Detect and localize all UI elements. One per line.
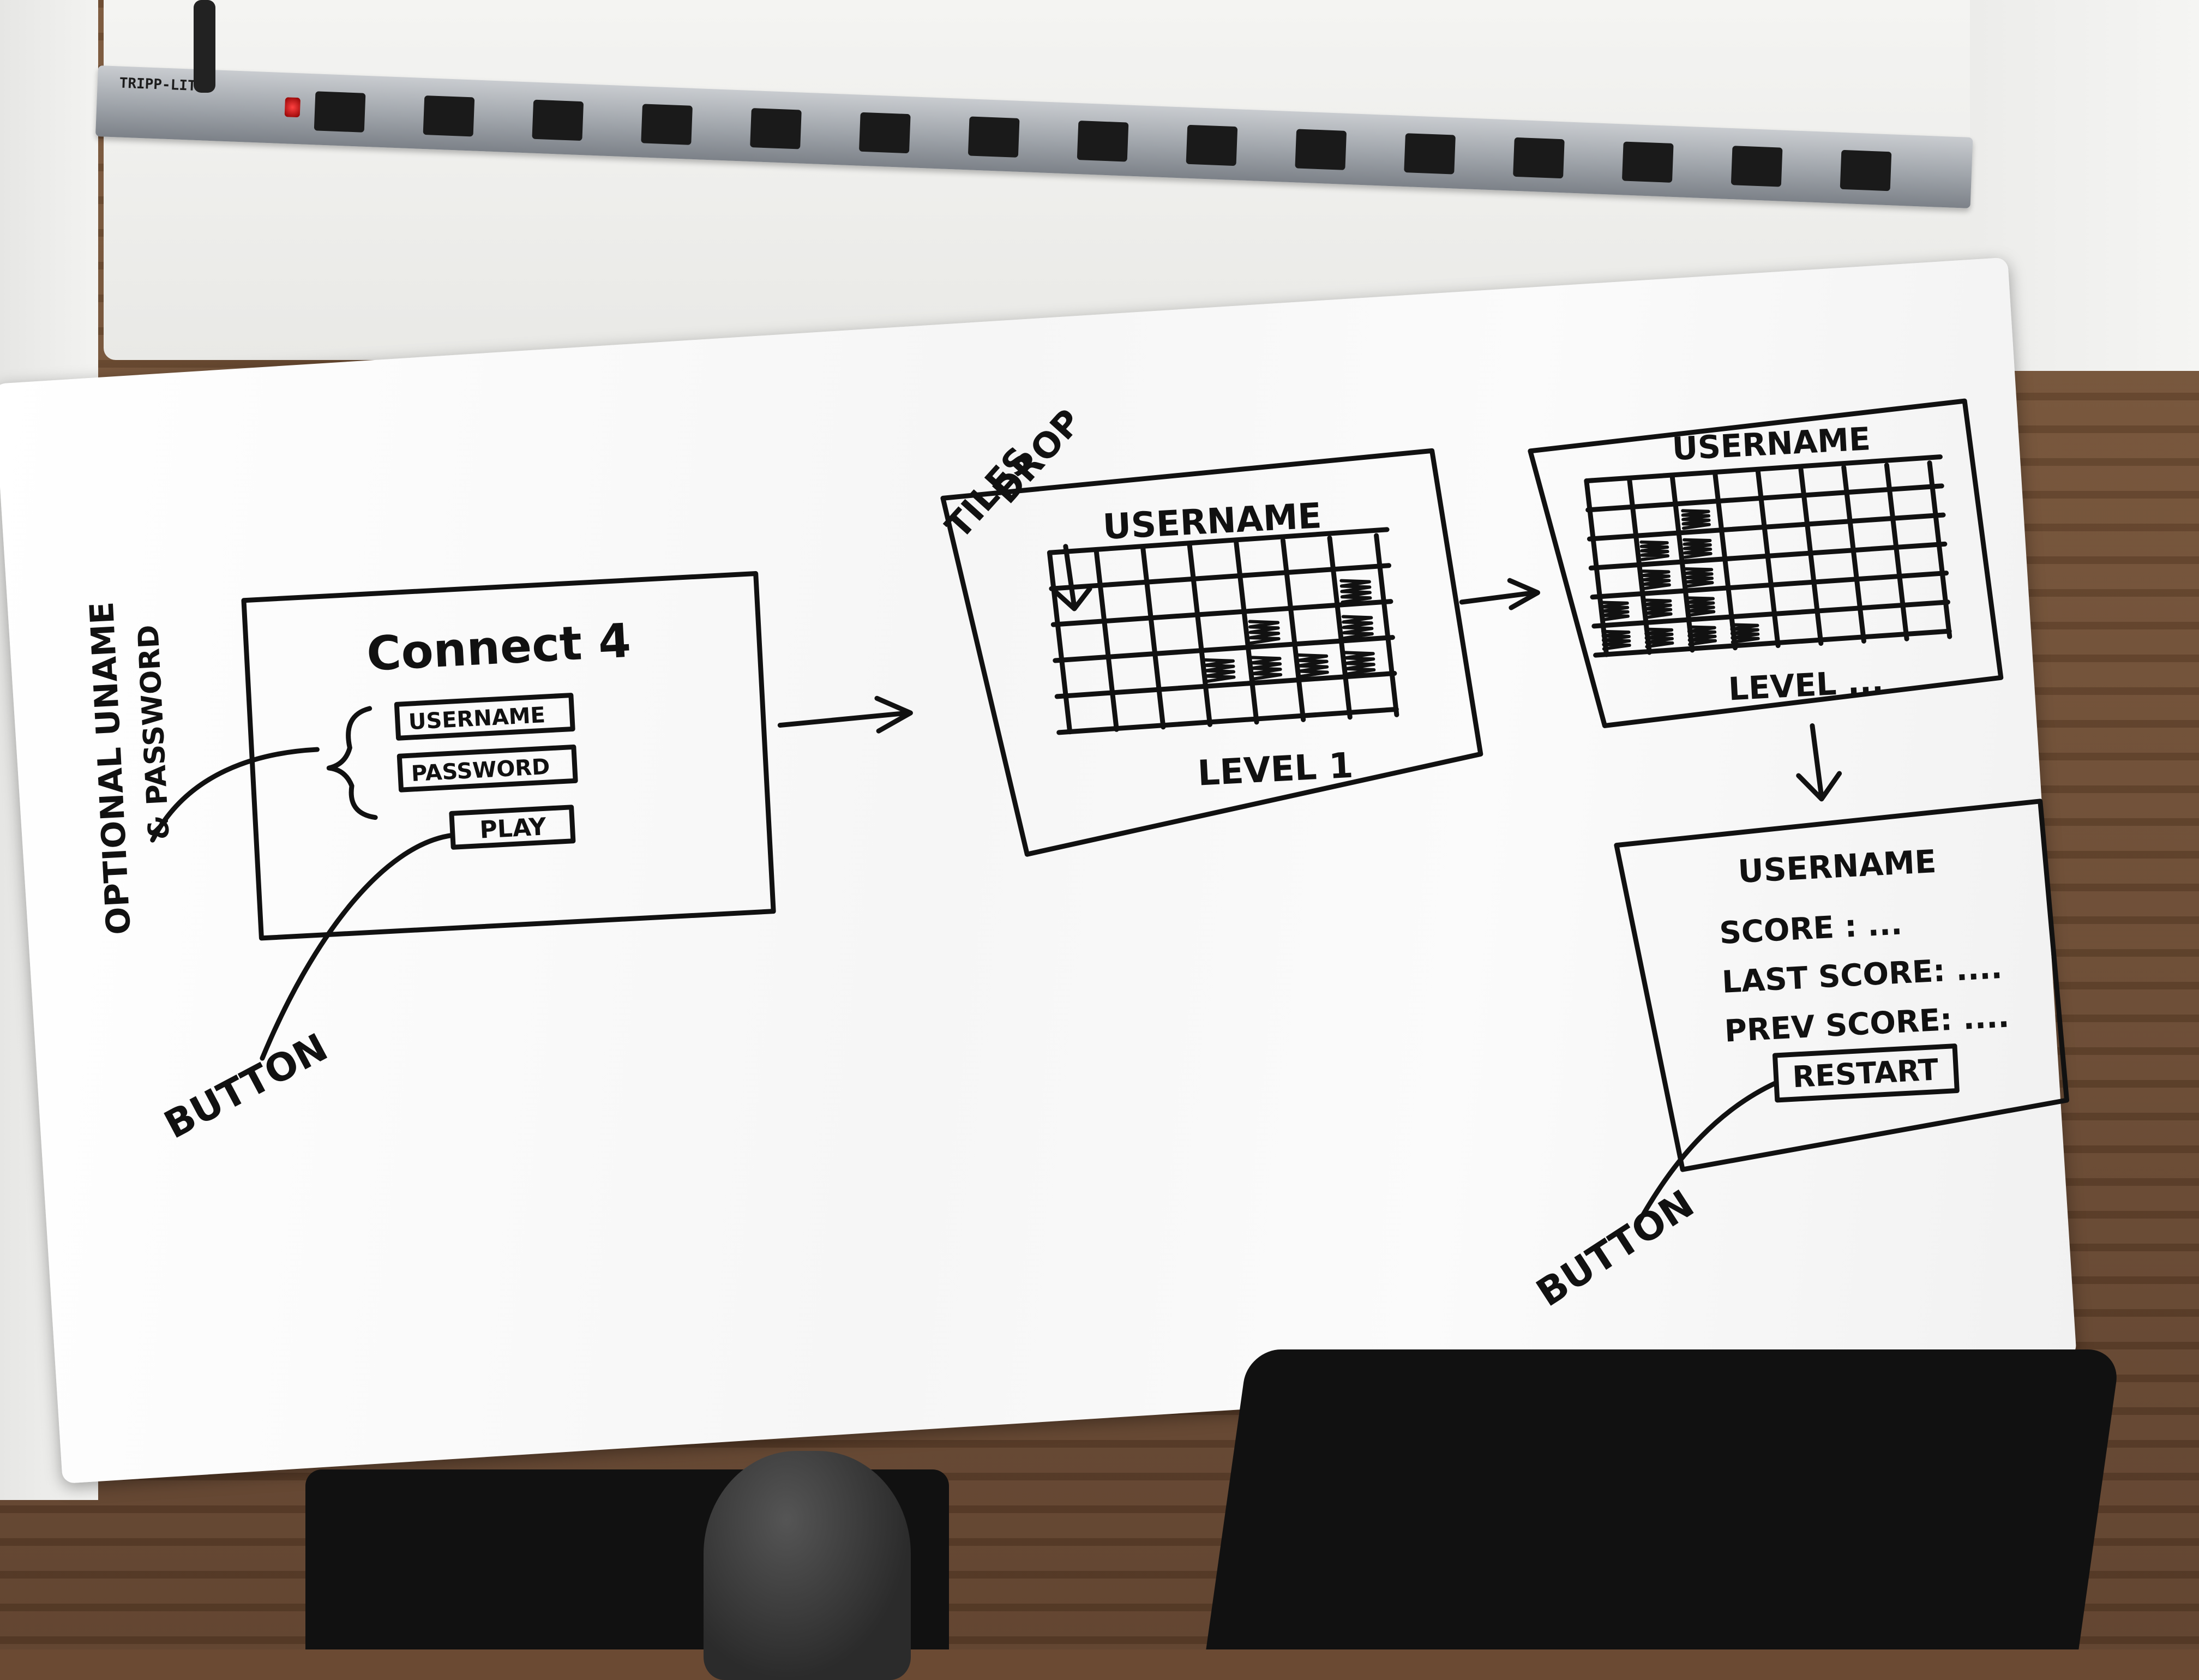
button-note-left: BUTTON — [157, 1025, 335, 1148]
game-tile — [1684, 567, 1714, 588]
button-pointer-left — [260, 832, 455, 1061]
restart-button-label: RESTART — [1792, 1052, 1939, 1094]
game-screen-2-footer: LEVEL ... — [1727, 663, 1884, 708]
game-tile — [1730, 623, 1760, 644]
plug-cord — [194, 0, 215, 93]
grid-line — [1047, 550, 1073, 735]
grid-line — [1755, 469, 1781, 649]
restart-button[interactable] — [1772, 1043, 1960, 1103]
grid-line — [1094, 548, 1119, 732]
flow-arrow-1 — [777, 695, 913, 734]
game-screen-1-frame — [940, 448, 1483, 857]
game-tile — [1639, 540, 1670, 561]
grid-line — [1591, 599, 1950, 629]
grid-line — [1587, 512, 1946, 542]
grid-line — [1056, 706, 1399, 735]
username-field[interactable] — [394, 693, 575, 741]
game-tile — [1203, 658, 1236, 683]
game-tile — [1687, 625, 1717, 646]
game-screen-1-footer: LEVEL 1 — [1197, 746, 1354, 794]
grid-line — [1054, 670, 1397, 699]
grid-line — [1593, 628, 1952, 658]
game-tile — [1642, 598, 1673, 620]
game-tile — [1341, 615, 1374, 640]
game-tile — [1296, 653, 1329, 679]
password-field[interactable] — [396, 744, 578, 793]
game-tile — [1600, 601, 1630, 622]
prev-score-line: PREV SCORE: .... — [1723, 999, 2010, 1049]
game-tile — [1683, 538, 1713, 559]
game-tile — [1644, 627, 1674, 649]
grid-line — [1798, 467, 1824, 646]
grid-line — [1590, 571, 1949, 600]
button-pointer-right — [1634, 1080, 1779, 1229]
game-tile — [1343, 651, 1376, 676]
game-board-2 — [1584, 454, 1952, 658]
game-tile — [1641, 569, 1671, 591]
play-button[interactable] — [449, 805, 576, 850]
game-tile — [1249, 656, 1283, 681]
flow-arrow-3 — [1796, 723, 1842, 802]
game-tile — [1685, 596, 1716, 617]
last-score-line: LAST SCORE: .... — [1721, 950, 2003, 1000]
grid-line — [1884, 463, 1909, 641]
grid-line — [1049, 563, 1392, 591]
score-line: SCORE : ... — [1719, 906, 1903, 951]
optional-note: OPTIONAL UNAME — [83, 601, 139, 935]
grid-line — [1585, 483, 1944, 513]
grid-line — [1187, 543, 1212, 727]
grid-line — [1588, 541, 1948, 571]
optional-note-2: & PASSWORD — [132, 624, 176, 841]
grid-line — [1047, 527, 1390, 555]
grid-line — [1050, 599, 1393, 627]
game-tile — [1339, 579, 1372, 604]
game-screen-2-frame — [1528, 398, 2004, 728]
grid-line — [1140, 545, 1166, 730]
grid-line — [1280, 538, 1306, 722]
play-button-label: PLAY — [479, 813, 548, 844]
grid-line — [1053, 635, 1395, 663]
login-title: Connect 4 — [365, 614, 632, 682]
game-tile — [1601, 629, 1631, 651]
optional-pointer — [150, 747, 320, 843]
grid-line — [1234, 540, 1259, 725]
game-tile — [1681, 509, 1711, 530]
login-screen-frame — [241, 571, 776, 941]
grid-line — [1841, 465, 1866, 644]
game-board-1 — [1047, 527, 1399, 735]
game-tile — [1248, 620, 1281, 645]
drop-arrow-icon — [1052, 544, 1092, 611]
shoe — [704, 1451, 911, 1680]
score-screen-header: USERNAME — [1737, 843, 1937, 890]
grid-line — [1927, 460, 1952, 639]
field-brace — [326, 706, 378, 820]
grid-line — [1584, 454, 1943, 484]
button-note-right: BUTTON — [1529, 1181, 1702, 1316]
flow-arrow-2 — [1459, 578, 1540, 610]
game-screen-2-header: USERNAME — [1671, 420, 1871, 467]
grid-line — [1374, 533, 1399, 717]
score-screen-frame — [1614, 799, 2070, 1172]
